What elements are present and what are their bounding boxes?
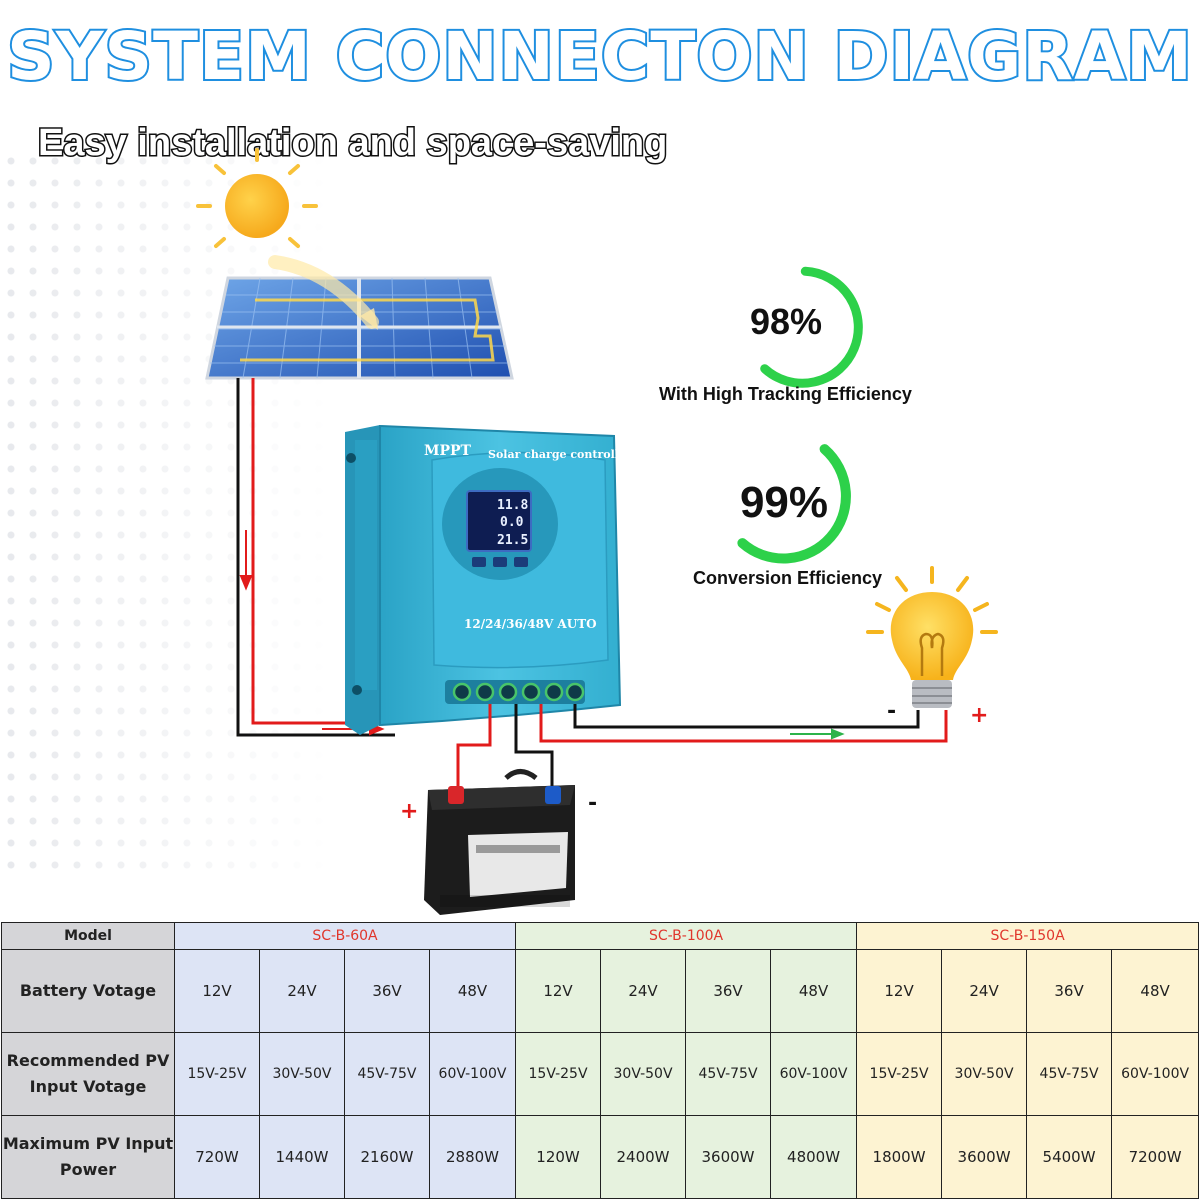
table-cell: 36V (685, 949, 772, 1033)
table-cell: 3600W (685, 1115, 772, 1199)
table-cell: 24V (259, 949, 345, 1033)
model-name: SC-B-150A (856, 922, 1200, 950)
model-header: Model (1, 922, 175, 950)
table-cell: 30V-50V (600, 1032, 687, 1116)
model-name: SC-B-60A (173, 922, 517, 950)
controller-voltage-label: 12/24/36/48V AUTO (464, 617, 597, 631)
table-cell: 36V (344, 949, 430, 1033)
sun-icon (196, 148, 318, 248)
tracking-efficiency-value: 98% (750, 301, 822, 342)
table-cell: 1800W (856, 1115, 943, 1199)
row-header: Recommended PV Input Votage (1, 1032, 175, 1116)
table-cell: 120W (515, 1115, 602, 1199)
table-cell: 2160W (344, 1115, 430, 1199)
model-name: SC-B-100A (515, 922, 858, 950)
display-voltage: 11.8 (497, 498, 528, 513)
table-cell: 60V-100V (428, 1032, 517, 1116)
row-header: Battery Votage (1, 949, 175, 1033)
table-cell: 30V-50V (259, 1032, 345, 1116)
table-cell: 15V-25V (174, 1032, 260, 1116)
table-cell: 48V (428, 949, 517, 1033)
table-cell: 24V (600, 949, 687, 1033)
load-current-arrow (790, 728, 845, 740)
solar-panel-icon (205, 255, 514, 380)
battery-voltage-row: Battery Votage 12V 24V 36V 48V 12V 24V 3… (1, 949, 1200, 1033)
pv-input-voltage-row: Recommended PV Input Votage 15V-25V 30V-… (1, 1032, 1200, 1116)
battery-wires (456, 704, 554, 792)
table-cell: 45V-75V (344, 1032, 430, 1116)
battery-minus-sign: - (588, 791, 597, 816)
table-cell: 15V-25V (515, 1032, 602, 1116)
battery-icon (424, 769, 575, 915)
row-header: Maximum PV Input Power (1, 1115, 175, 1199)
table-cell: 4800W (770, 1115, 858, 1199)
table-cell: 30V-50V (941, 1032, 1028, 1116)
model-row: Model SC-B-60A SC-B-100A SC-B-150A (1, 922, 1200, 950)
load-plus-sign: + (970, 703, 988, 728)
table-cell: 45V-75V (1026, 1032, 1113, 1116)
table-cell: 1440W (259, 1115, 345, 1199)
table-cell: 3600W (941, 1115, 1028, 1199)
table-cell: 15V-25V (856, 1032, 943, 1116)
tracking-efficiency-ring (760, 266, 863, 388)
page-title: SYSTEM CONNECTON DIAGRAM (5, 16, 1194, 97)
battery-plus-sign: + (400, 799, 418, 824)
table-cell: 36V (1026, 949, 1113, 1033)
table-cell: 720W (174, 1115, 260, 1199)
mppt-controller-icon (345, 424, 622, 735)
terminal-block (445, 680, 585, 704)
table-cell: 12V (856, 949, 943, 1033)
connection-diagram: MPPT Solar charge controller 11.8 0.0 21… (196, 148, 998, 915)
load-minus-sign: - (887, 699, 896, 724)
table-cell: 12V (515, 949, 602, 1033)
table-cell: 48V (770, 949, 858, 1033)
load-wires (539, 704, 948, 743)
table-cell: 5400W (1026, 1115, 1113, 1199)
controller-name: Solar charge controller (488, 448, 632, 461)
table-cell: 48V (1111, 949, 1200, 1033)
table-cell: 12V (174, 949, 260, 1033)
controller-brand: MPPT (424, 443, 472, 459)
table-cell: 7200W (1111, 1115, 1200, 1199)
table-cell: 60V-100V (770, 1032, 858, 1116)
conversion-efficiency-value: 99% (740, 478, 828, 527)
display-current: 0.0 (500, 515, 524, 530)
spec-table: Model SC-B-60A SC-B-100A SC-B-150A Batte… (1, 922, 1200, 1199)
display-temperature: 21.5 (497, 533, 528, 548)
table-cell: 60V-100V (1111, 1032, 1200, 1116)
conversion-efficiency-ring (737, 444, 851, 564)
tracking-efficiency-label: With High Tracking Efficiency (659, 384, 912, 404)
pv-input-power-row: Maximum PV Input Power 720W 1440W 2160W … (1, 1115, 1200, 1199)
table-cell: 45V-75V (685, 1032, 772, 1116)
table-cell: 2400W (600, 1115, 687, 1199)
dot-pattern-background (0, 150, 330, 870)
table-cell: 24V (941, 949, 1028, 1033)
table-cell: 2880W (428, 1115, 517, 1199)
page-subtitle: Easy installation and space-saving (36, 121, 668, 166)
light-bulb-icon (866, 566, 998, 708)
conversion-efficiency-label: Conversion Efficiency (693, 568, 883, 588)
